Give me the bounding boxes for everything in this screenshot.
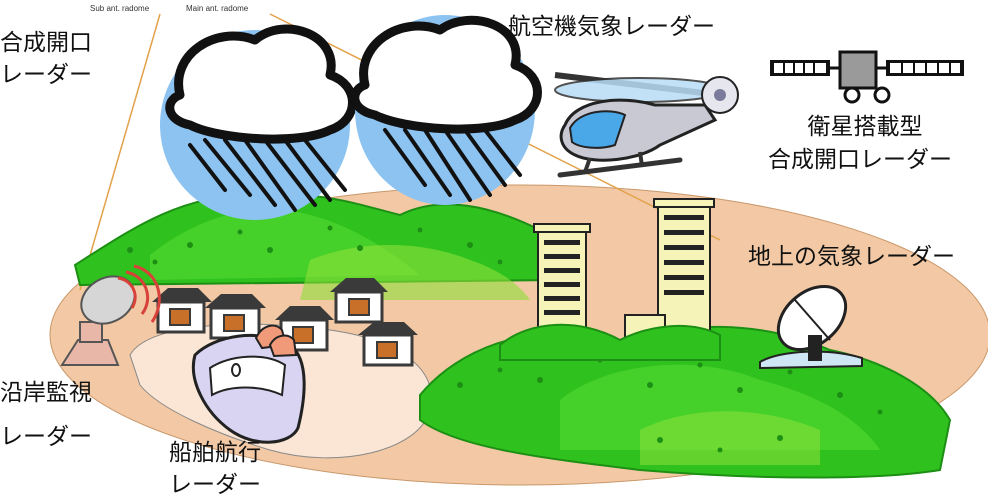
ground-weather-label: 地上の気象レーダー (748, 244, 955, 270)
building-icon (533, 223, 591, 343)
sar-airborne-label-line1: 合成開口 (0, 30, 92, 56)
house-icon (358, 322, 418, 367)
ship-icon (192, 324, 306, 444)
sub-radome-pointer (79, 13, 161, 291)
coastal-label-line1: 沿岸監視 (0, 380, 92, 406)
house-icon (275, 306, 334, 352)
house-icon (330, 278, 388, 324)
ship-label-line1: 船舶航行 (169, 440, 261, 466)
ship-label-line2: レーダー (169, 472, 261, 498)
coastal-label-line2: レーダー (0, 424, 92, 450)
hill-dots (127, 225, 883, 453)
airborne-weather-label: 航空機気象レーダー (508, 14, 715, 40)
satellite-sar-label-line2: 合成開口レーダー (768, 147, 952, 173)
rain-cloud-icon (350, 15, 542, 205)
house-icon (205, 294, 266, 340)
radar-dish-icon (60, 264, 161, 366)
hills-back (73, 193, 562, 300)
rain-cloud-icon (160, 24, 357, 220)
helicopter-icon (554, 72, 739, 178)
radar-dish-icon (759, 284, 863, 370)
hill-front-building (499, 323, 721, 361)
sub-radome-label: Sub ant. radome (90, 4, 150, 13)
satellite-icon (770, 50, 964, 104)
satellite-sar-label-line1: 衛星搭載型 (807, 114, 923, 140)
main-radome-label: Main ant. radome (186, 4, 249, 13)
house-icon (152, 288, 212, 334)
sar-airborne-label-line2: レーダー (0, 62, 92, 88)
